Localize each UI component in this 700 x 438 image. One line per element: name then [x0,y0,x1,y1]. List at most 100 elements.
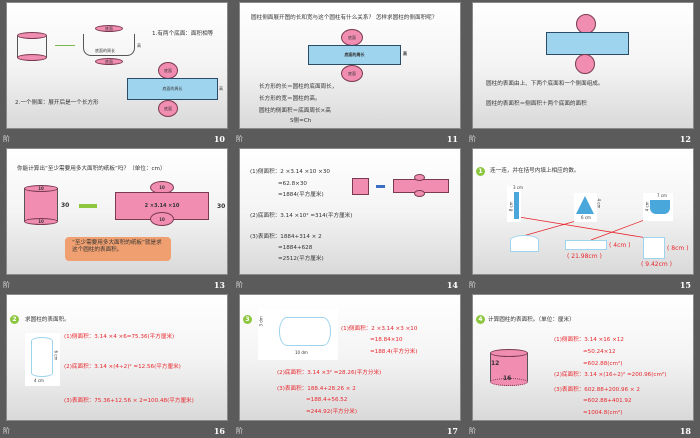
text: (1)侧面积：3.14 ×4 ×6=75.36(平方厘米) [64,334,175,340]
animation-icon: 阶 [469,281,476,289]
text: 1.有两个底面：面积相等 [152,31,214,37]
short-cylinder [650,200,670,214]
animation-icon: 阶 [236,427,243,435]
dim-label: 3 dm [258,316,264,327]
tall-cylinder [514,192,519,219]
slide-thumbnail-13[interactable]: 你能计算出“至少需要用多大面积的纸板”吗？（单位：cm） 10 10 30 10… [0,146,233,292]
slide-thumbnail-14[interactable]: (1)侧面积：2 ×3.14 ×10 ×30 =62.8×30 =1884(平方… [233,146,466,292]
slide-number: 14 [446,280,458,290]
label-height: 高 [137,43,141,48]
label-base: 底面 [158,62,178,79]
slide-13: 你能计算出“至少需要用多大面积的纸板”吗？（单位：cm） 10 10 30 10… [6,148,228,275]
animation-icon: 阶 [236,135,243,143]
text: (2)底面积：3.14 ×(4÷2)² =12.56(平方厘米) [64,364,181,370]
base-circle [575,54,595,74]
text: =2512(平方厘米) [278,256,324,262]
opened-cylinder [83,34,135,56]
label-base: 底面 [341,29,363,46]
cylinder [24,188,58,221]
text: =244.92(平方分米) [306,409,357,415]
slide-thumbnail-18[interactable]: 4 计算圆柱的表面积。（单位：厘米） 12 16 (1)侧面积：3.14 ×16… [466,292,699,438]
slide-thumbnail-11[interactable]: 圆柱侧面展开图的长和宽与这个圆柱有什么关系？ 怎样求圆柱的侧面积呢？ 底面 底面… [233,0,466,146]
text: (3)表面积：188.4+28.26 × 2 [277,386,356,392]
text: =602.88(cm²) [583,361,623,367]
slide-thumbnail-12[interactable]: 圆柱的表面由上、下两个底面和一个侧面组成。 圆柱的表面积＝侧面积＋两个底面的面积… [466,0,699,146]
answer: ( 4cm ) [609,242,631,249]
dim-label: 10 dm [295,350,308,355]
dim-label: 16 [503,375,512,382]
dim-label: 4 cm [644,201,650,212]
label-height: 30 [61,202,70,209]
dim-label: 12 [491,360,500,367]
slide-thumbnail-17[interactable]: 3 3 dm 10 dm (1)侧面积：2 ×3.14 ×3 ×10 =18.8… [233,292,466,438]
slide-14: (1)侧面积：2 ×3.14 ×10 ×30 =62.8×30 =1884(平方… [239,148,461,275]
text: (2)底面积：3.14 ×(16÷2)² =200.96(cm²) [554,372,667,378]
slide-10: 底面 底面的周长 高 底面 1.有两个底面：面积相等 底面 底面的周长 高 底面… [6,2,228,129]
text: =18.84×10 [370,337,403,343]
text: =188.4+56.52 [306,397,348,403]
text: 长方形的宽＝圆柱的高。 [259,96,321,102]
dim-label: 4 cm [596,198,602,209]
slide-number: 16 [213,426,225,436]
arrow-icon [79,204,97,208]
text: (1)侧面积：2 ×3.14 ×10 ×30 [250,169,330,175]
text: 长方形的长＝圆柱的底面周长， [259,84,338,90]
title: 连一连，并在括号内填上相应的数。 [490,168,580,174]
text: =1884+628 [278,245,313,251]
title: 求圆柱的表面积。 [25,317,70,323]
number-badge: 3 [243,315,252,324]
slide-12: 圆柱的表面由上、下两个底面和一个侧面组成。 圆柱的表面积＝侧面积＋两个底面的面积 [472,2,694,129]
text: 2.一个侧面：展开后是一个长方形 [15,100,99,106]
slide-16: 2 求圆柱的表面积。 6 cm 4 cm (1)侧面积：3.14 ×4 ×6=7… [6,294,228,421]
label-height: 高 [219,86,223,91]
cylinder-top [17,32,47,39]
text: =602.88+401.92 [583,398,632,404]
unfolded-rect: 底面的周长 [308,45,401,65]
unfolded-rect [546,32,629,55]
text: (1)侧面积：3.14 ×16 ×12 [554,337,624,343]
text: 圆柱的侧面积＝底面周长×高 [259,108,331,114]
base-circle [576,14,596,34]
slide-15: 1 连一连，并在括号内填上相应的数。 3 cm 8 cm 6 cm 4 cm 7… [472,148,694,275]
cylinder-figure [258,309,338,360]
text: (1)侧面积：2 ×3.14 ×3 ×10 [341,326,418,332]
cylinder-top [490,349,528,357]
text: =50.24×12 [583,349,616,355]
slide-thumbnail-10[interactable]: 底面 底面的周长 高 底面 1.有两个底面：面积相等 底面 底面的周长 高 底面… [0,0,233,146]
cylinder-icon [352,178,369,195]
dim-label: 6 cm [581,215,591,220]
label-lateral: 底面的周长 [95,48,115,53]
text: 圆柱的表面由上、下两个底面和一个侧面组成。 [486,81,604,87]
dim-label: 4 cm [34,378,44,383]
answer: ( 21.98cm ) [567,253,602,260]
text: =1884(平方厘米) [278,192,324,198]
dim-label: 7 cm [657,193,667,198]
cone [576,196,594,214]
unfolded-rect: 底面的周长 [127,78,218,100]
label-diameter: 10 [150,212,174,226]
text: =1004.8(cm²) [583,410,623,416]
cylinder-figure [25,333,60,386]
animation-icon: 阶 [3,135,10,143]
arrow-icon [376,185,385,188]
slide-number: 18 [679,426,691,436]
slide-number: 15 [679,280,691,290]
slide-thumbnail-16[interactable]: 2 求圆柱的表面积。 6 cm 4 cm (1)侧面积：3.14 ×4 ×6=7… [0,292,233,438]
label-height: 高 [403,51,407,56]
slide-thumbnail-15[interactable]: 1 连一连，并在括号内填上相应的数。 3 cm 8 cm 6 cm 4 cm 7… [466,146,699,292]
number-badge: 1 [476,167,485,176]
animation-icon: 阶 [469,135,476,143]
slide-number: 12 [679,134,691,144]
number-badge: 4 [476,315,485,324]
slide-number: 17 [446,426,458,436]
base-circle [414,190,425,197]
slide-11: 圆柱侧面展开图的长和宽与这个圆柱有什么关系？ 怎样求圆柱的侧面积呢？ 底面 底面… [239,2,461,129]
animation-icon: 阶 [3,427,10,435]
text: (3)表面积：602.88+200.96 × 2 [554,387,640,393]
answer-square [643,237,665,259]
dim-label: 6 cm [53,350,59,361]
cylinder [17,36,47,58]
text: (3)表面积：75.36+12.56 × 2=100.48(平方厘米) [64,398,194,404]
callout: “至少需要用多大面积的纸板”就是求这个圆柱的表面积。 [65,237,171,261]
label-base: 底面 [95,58,123,65]
